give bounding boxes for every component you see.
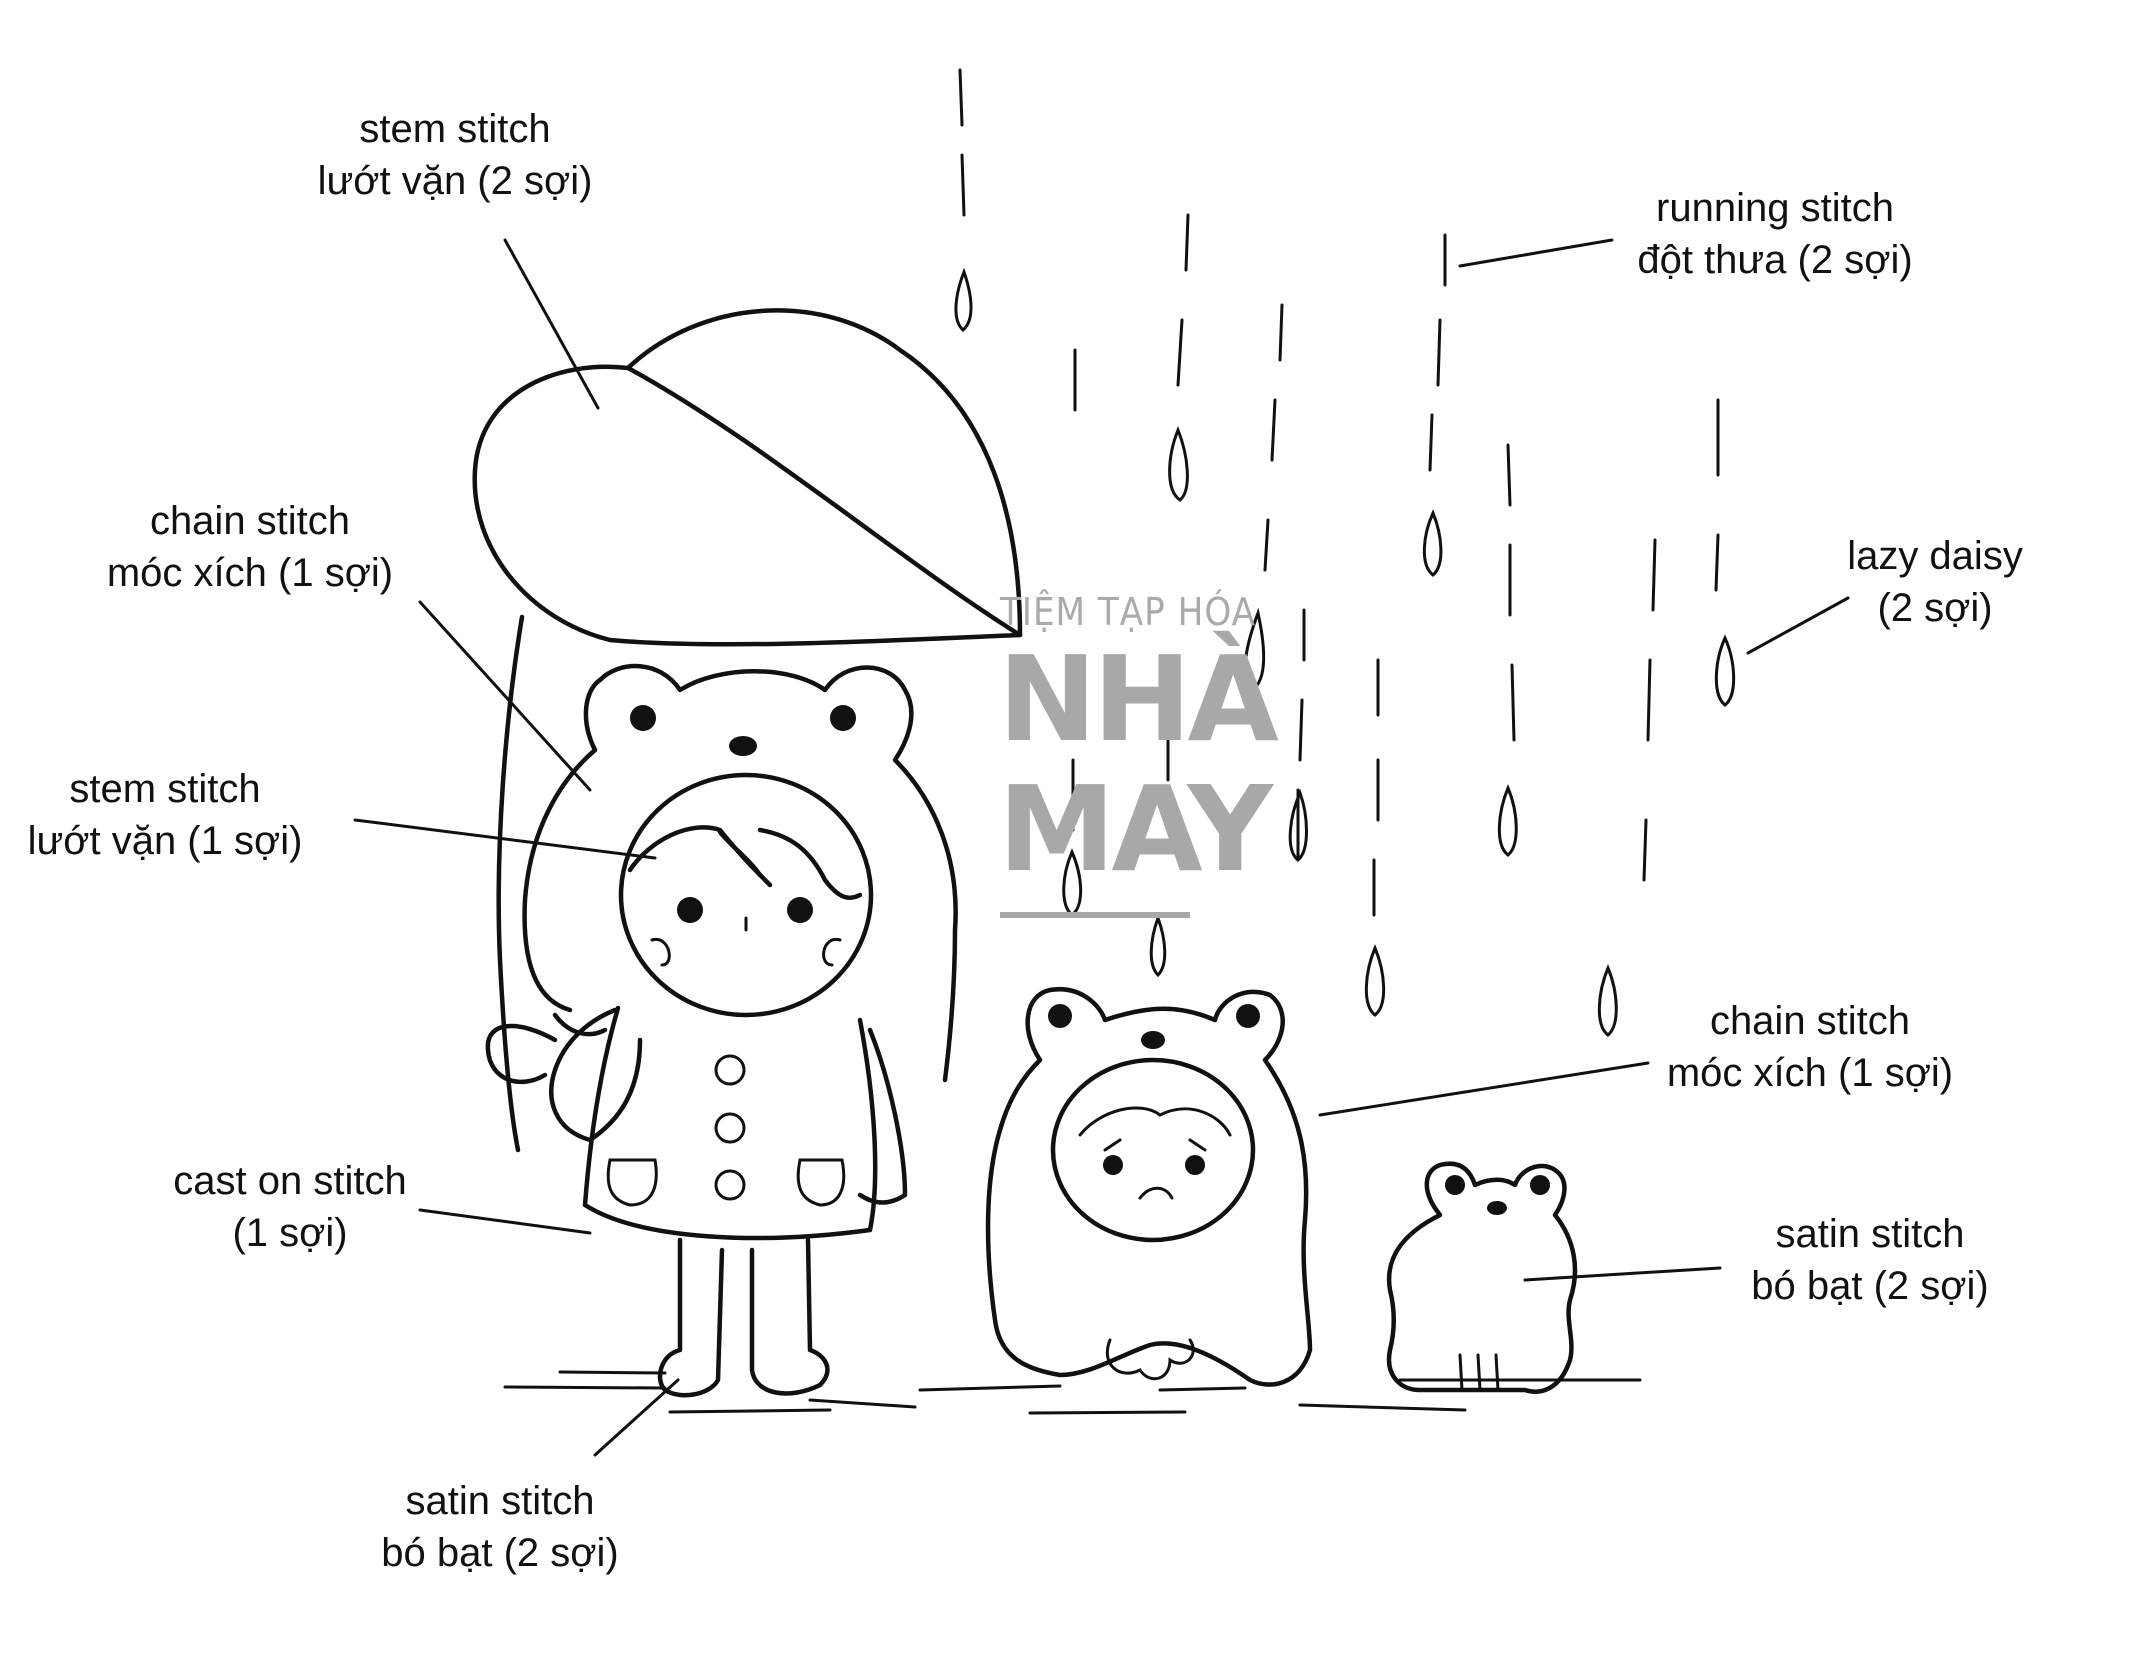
label-small-child-name: chain stitch <box>1709 999 1911 1043</box>
label-face-detail: lướt vặn (1 sợi) <box>27 819 303 863</box>
watermark-line3: MAY <box>998 760 1273 898</box>
label-face: stem stitch lướt vặn (1 sợi) <box>20 763 310 867</box>
label-rain-detail: đột thưa (2 sợi) <box>1637 238 1913 282</box>
label-small-child-detail: móc xích (1 sợi) <box>1666 1051 1954 1095</box>
label-raindrop-name: lazy daisy <box>1847 534 2023 578</box>
label-hood-name: chain stitch <box>149 499 351 543</box>
leader-umbrella <box>503 238 600 410</box>
big-child <box>485 663 958 1398</box>
label-small-child: chain stitch móc xích (1 sợi) <box>1650 995 1970 1099</box>
label-umbrella-detail: lướt vặn (2 sợi) <box>317 159 593 203</box>
label-umbrella-name: stem stitch <box>359 107 551 151</box>
leader-lines <box>353 238 1850 1457</box>
label-coat-name: cast on stitch <box>173 1159 407 1203</box>
umbrella <box>472 308 1023 1153</box>
label-boots-detail: bó bạt (2 sợi) <box>381 1531 619 1575</box>
leader-rain <box>1458 238 1614 268</box>
leader-face <box>353 818 657 860</box>
label-coat-detail: (1 sợi) <box>232 1211 348 1255</box>
label-face-name: stem stitch <box>69 767 261 811</box>
leader-frog <box>1523 1266 1722 1282</box>
label-frog: satin stitch bó bạt (2 sợi) <box>1725 1208 2015 1312</box>
label-hood-detail: móc xích (1 sợi) <box>106 551 394 595</box>
rain-streaks <box>958 68 1720 917</box>
small-child <box>985 986 1313 1387</box>
label-coat: cast on stitch (1 sợi) <box>150 1155 430 1259</box>
raindrops <box>954 267 1736 1037</box>
label-raindrop-detail: (2 sợi) <box>1877 586 1993 630</box>
label-hood: chain stitch móc xích (1 sợi) <box>90 495 410 599</box>
watermark-line2: NHÀ <box>998 630 1279 768</box>
leader-hood <box>418 600 592 792</box>
leader-coat <box>418 1208 592 1235</box>
leader-boots <box>593 1378 680 1457</box>
label-rain: running stitch đột thưa (2 sợi) <box>1620 182 1930 286</box>
leader-small-child <box>1318 1061 1650 1117</box>
label-frog-name: satin stitch <box>1775 1212 1965 1256</box>
label-raindrop: lazy daisy (2 sợi) <box>1820 530 2050 634</box>
label-frog-detail: bó bạt (2 sợi) <box>1751 1264 1989 1308</box>
label-boots: satin stitch bó bạt (2 sợi) <box>360 1475 640 1579</box>
label-rain-name: running stitch <box>1656 186 1894 230</box>
leader-raindrop <box>1746 596 1850 655</box>
watermark-line1: TIỆM TẠP HÓA <box>1000 590 1256 634</box>
label-boots-name: satin stitch <box>405 1479 595 1523</box>
label-umbrella: stem stitch lướt vặn (2 sợi) <box>300 103 610 207</box>
ground-lines <box>503 1370 1642 1415</box>
watermark-rule <box>1000 912 1190 918</box>
